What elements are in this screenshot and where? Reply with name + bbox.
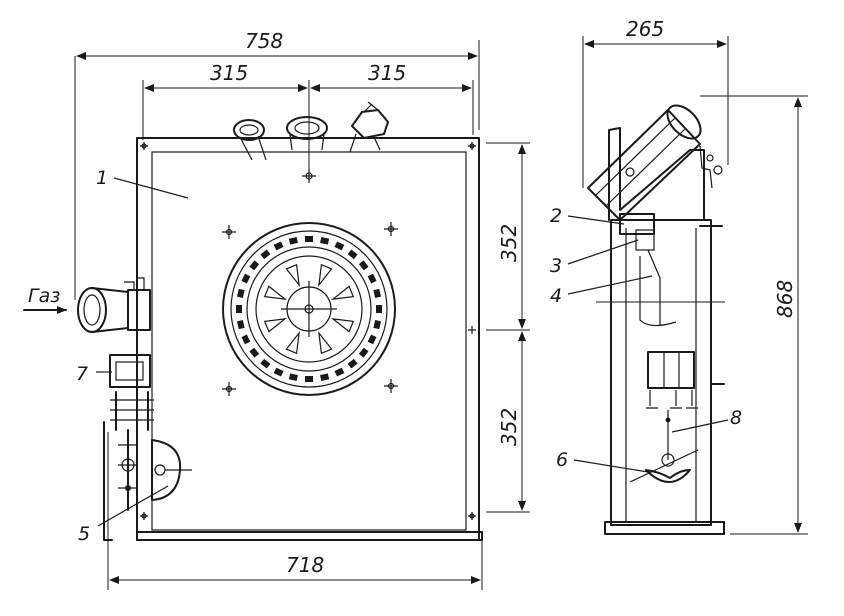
- burner-tooth: [260, 249, 271, 260]
- burner-tooth: [288, 236, 298, 245]
- dim-depth: 265: [626, 17, 664, 41]
- dim-overall-width: 758: [245, 29, 283, 53]
- callout-2: 2: [550, 205, 562, 227]
- burner-tooth: [334, 367, 345, 377]
- flue-cylinder: [587, 104, 702, 221]
- burner-blade: [318, 330, 333, 355]
- burner-tooth: [236, 320, 245, 330]
- dim-left-half: 315: [210, 61, 248, 85]
- gas-label: Газ: [28, 285, 60, 307]
- side-view: [587, 104, 725, 535]
- burner-blade: [318, 263, 333, 288]
- side-body: [610, 219, 712, 526]
- corner-bolts: [140, 142, 476, 520]
- side-base: [604, 521, 725, 535]
- front-base: [136, 531, 483, 541]
- dim-right-half: 315: [368, 61, 406, 85]
- burner-tooth: [347, 249, 358, 260]
- burner-tooth: [241, 334, 251, 345]
- callout-6: 6: [556, 449, 568, 471]
- dim-total-height: 868: [773, 280, 797, 318]
- burner-tooth: [358, 347, 369, 358]
- burner-tooth: [358, 260, 369, 271]
- gas-inlet-pipe: [77, 277, 151, 333]
- burner-tooth: [376, 305, 382, 313]
- burner-tooth: [236, 305, 242, 313]
- burner-tooth: [288, 373, 298, 382]
- callout-7: 7: [76, 363, 88, 385]
- burner-tooth: [320, 373, 330, 382]
- burner-blade: [263, 318, 288, 333]
- burner-tooth: [334, 241, 345, 251]
- control-box: [109, 354, 151, 388]
- burner-tooth: [273, 367, 284, 377]
- burner-tooth: [249, 347, 260, 358]
- burner-blade: [330, 285, 355, 300]
- burner-tooth: [367, 273, 377, 284]
- top-nozzles: [233, 101, 389, 161]
- burner-tooth: [260, 358, 271, 369]
- burner-ring: [222, 222, 396, 396]
- burner-blade: [263, 285, 288, 300]
- burner-tooth: [273, 241, 284, 251]
- boiler-front-panel: [151, 151, 467, 531]
- callout-5: 5: [78, 523, 90, 545]
- burner-tooth: [373, 320, 382, 330]
- burner-blade: [285, 263, 300, 288]
- dim-upper-height: 352: [497, 224, 521, 262]
- dim-base-width: 718: [286, 553, 324, 577]
- burner-tooth: [241, 273, 251, 284]
- burner-tooth: [236, 288, 245, 298]
- callout-3: 3: [550, 255, 562, 277]
- burner-blade: [330, 318, 355, 333]
- burner-tooth: [320, 236, 330, 245]
- burner-tooth: [373, 288, 382, 298]
- control-box-window: [115, 361, 144, 381]
- burner-tooth: [305, 236, 313, 242]
- front-view: Газ: [23, 101, 483, 541]
- callout-1: 1: [96, 167, 108, 189]
- mounting-stars: [222, 169, 398, 396]
- dim-lower-height: 352: [497, 408, 521, 446]
- boiler-front-body: [136, 137, 480, 541]
- burner-tooth: [347, 358, 358, 369]
- burner-tooth: [305, 376, 313, 382]
- front-dimensions: 758 315 315 352 352 718: [74, 29, 530, 590]
- valve-assembly: [103, 391, 192, 541]
- callout-8: 8: [730, 407, 742, 429]
- burner-tooth: [249, 260, 260, 271]
- burner-blade: [285, 330, 300, 355]
- side-dimensions: 265 868: [582, 17, 808, 535]
- callout-4: 4: [550, 285, 562, 307]
- burner-tooth: [367, 334, 377, 345]
- callouts: 1 2 3 4 5 6 7 8: [76, 167, 742, 545]
